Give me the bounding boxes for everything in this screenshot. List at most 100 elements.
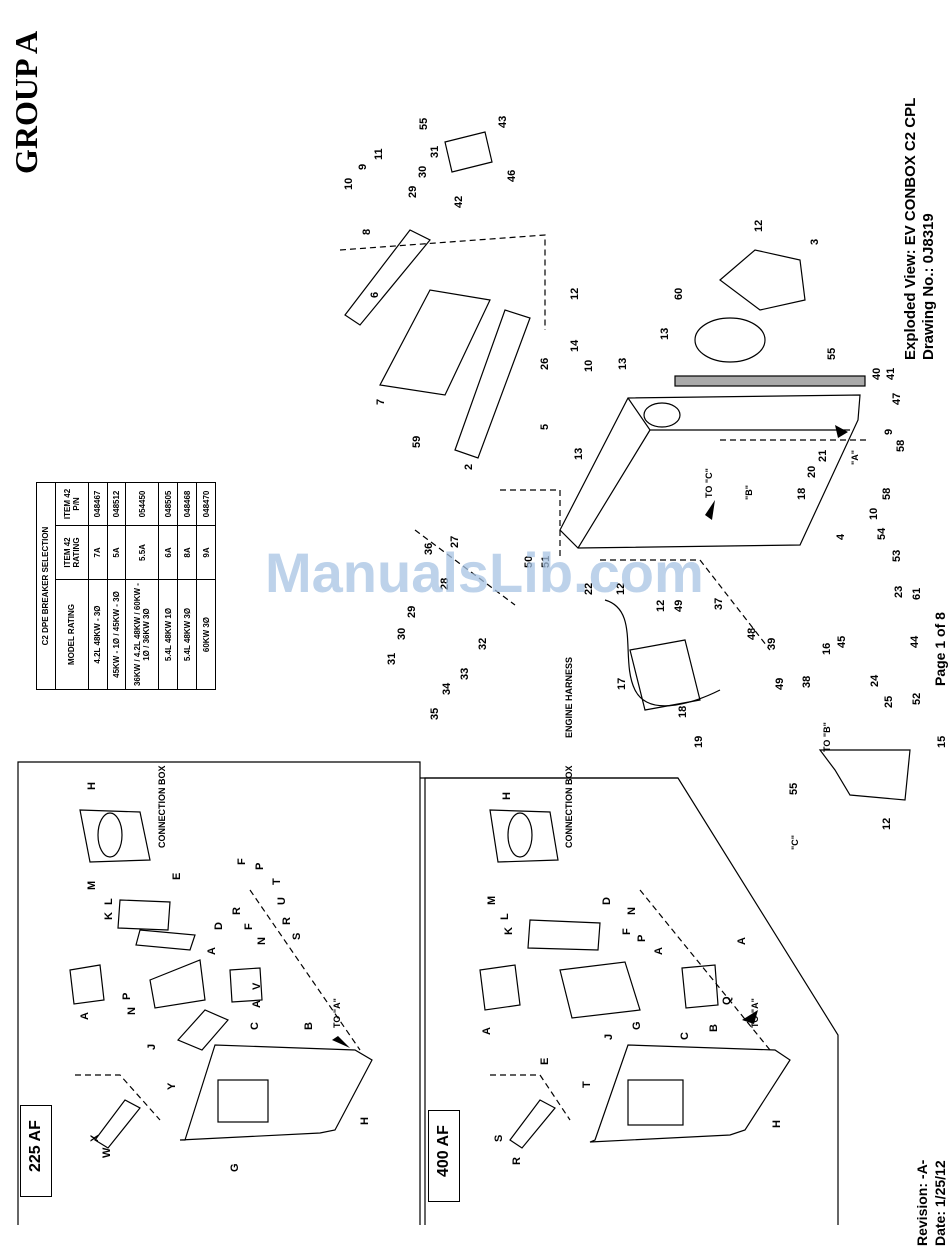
panel-400af-window xyxy=(627,1079,684,1126)
callout-label: 50 xyxy=(523,556,535,568)
connection-box-label-400: CONNECTION BOX xyxy=(564,765,574,848)
main-cover-3 xyxy=(719,249,806,311)
callout-letter: D xyxy=(601,897,613,905)
panel-225af-mounting-plate xyxy=(179,1044,373,1141)
main-enclosure-hole xyxy=(643,402,681,428)
callout-label: 32 xyxy=(477,638,489,650)
callout-letter: H xyxy=(501,792,513,800)
panel-400af-box-slot xyxy=(507,812,533,858)
callout-label: 16 xyxy=(821,643,833,655)
callout-label: 3 xyxy=(809,239,821,245)
callout-letter: Y xyxy=(166,1082,178,1090)
callout-label: 58 xyxy=(895,440,907,452)
callout-letter: A xyxy=(206,947,218,955)
callout-label: 58 xyxy=(881,488,893,500)
panel-400af-bracket-d xyxy=(527,919,601,951)
callout-label: 24 xyxy=(869,674,881,687)
panel-225af-window xyxy=(217,1079,269,1123)
callout-letter: M xyxy=(86,881,98,890)
callout-label: 11 xyxy=(373,148,385,160)
callout-label: 40 xyxy=(871,368,883,380)
main-dash-lead-1 xyxy=(600,439,870,651)
arrow-to-c xyxy=(705,500,715,520)
callout-label: 31 xyxy=(386,653,398,665)
callout-label: 26 xyxy=(539,358,551,370)
callout-label: 51 xyxy=(540,556,552,568)
callout-label: 30 xyxy=(417,166,429,178)
callout-letter: P xyxy=(636,935,648,942)
callout-label: 9 xyxy=(357,164,369,170)
callout-label: 12 xyxy=(753,220,765,232)
callout-letter: A xyxy=(251,1000,263,1008)
callout-letter: J xyxy=(146,1044,158,1050)
panel-400af-lug-bottom xyxy=(681,964,719,1009)
to-c-label: TO "C" xyxy=(704,468,714,498)
engine-harness-label: ENGINE HARNESS xyxy=(564,657,574,738)
callout-label: 61 xyxy=(911,588,923,600)
callout-letter: E xyxy=(539,1058,551,1065)
callout-label: 47 xyxy=(891,393,903,405)
callout-label: 4 xyxy=(835,533,847,540)
to-a-label-225: TO "A" xyxy=(332,998,342,1028)
callout-label: 35 xyxy=(429,708,441,720)
callout-letter: G xyxy=(631,1021,643,1030)
watermark: ManualsLib.com xyxy=(265,541,704,604)
callout-label: 43 xyxy=(497,116,509,128)
callout-label: 9 xyxy=(883,429,895,435)
callout-letter: E xyxy=(171,873,183,880)
callout-label: 10 xyxy=(868,508,880,520)
panel-400af-tag: 400 AF xyxy=(428,1110,460,1202)
main-enclosure-edge xyxy=(577,397,850,549)
panel-225af-breaker xyxy=(149,959,206,1009)
callout-label: 30 xyxy=(396,628,408,640)
callout-label: 8 xyxy=(361,229,373,235)
callout-label: 38 xyxy=(801,676,813,688)
callout-label: 52 xyxy=(911,693,923,705)
callout-letter: L xyxy=(103,898,115,905)
main-gasket-60 xyxy=(694,317,766,363)
callout-label: 18 xyxy=(677,706,689,718)
callout-label: 12 xyxy=(615,583,627,595)
callout-label: 33 xyxy=(459,668,471,680)
callout-label: 13 xyxy=(659,328,671,340)
panel-225af-cover-w xyxy=(94,1099,141,1149)
panel-225af-dash-1 xyxy=(75,889,361,1121)
callout-label: 27 xyxy=(449,536,461,548)
callout-label: 10 xyxy=(583,360,595,372)
panel-400af-tag-label: 400 AF xyxy=(435,1125,452,1177)
arrow-a xyxy=(835,425,848,438)
callout-label: 44 xyxy=(909,635,921,648)
callout-label: 13 xyxy=(573,448,585,460)
main-dash-box-2 xyxy=(414,489,561,606)
callout-label: 25 xyxy=(883,696,895,708)
callout-letter: S xyxy=(291,933,303,940)
panel-225af-tag-label: 225 AF xyxy=(27,1120,44,1172)
callout-letter: P xyxy=(254,863,266,870)
callout-label: 41 xyxy=(885,368,897,380)
callout-letter: B xyxy=(708,1024,720,1032)
callout-label: 17 xyxy=(616,678,628,690)
callout-label: 55 xyxy=(826,348,838,360)
main-dash-box-1 xyxy=(339,234,546,330)
callout-label: 18 xyxy=(796,488,808,500)
callout-letter: C xyxy=(679,1032,691,1040)
callout-label: 45 xyxy=(836,636,848,648)
callout-label: 23 xyxy=(893,586,905,598)
callout-letter: L xyxy=(499,913,511,920)
callout-label: 20 xyxy=(806,466,818,478)
callout-letter: H xyxy=(359,1117,371,1125)
callout-letter: G xyxy=(229,1163,241,1172)
callout-label: 37 xyxy=(713,598,725,610)
callout-label: 13 xyxy=(617,358,629,370)
callout-label: 49 xyxy=(673,600,685,612)
panel-400af-lug-top xyxy=(479,964,521,1011)
callout-label: 19 xyxy=(693,736,705,748)
callout-label: 14 xyxy=(569,339,581,352)
callout-letter: F xyxy=(236,858,248,865)
callout-letter: V xyxy=(251,982,263,990)
connection-box-label-225: CONNECTION BOX xyxy=(157,765,167,848)
callout-label: 55 xyxy=(418,118,430,130)
callout-label: 31 xyxy=(429,146,441,158)
callout-c-label: "C" xyxy=(790,835,800,850)
panel-400af-border xyxy=(424,777,839,1225)
